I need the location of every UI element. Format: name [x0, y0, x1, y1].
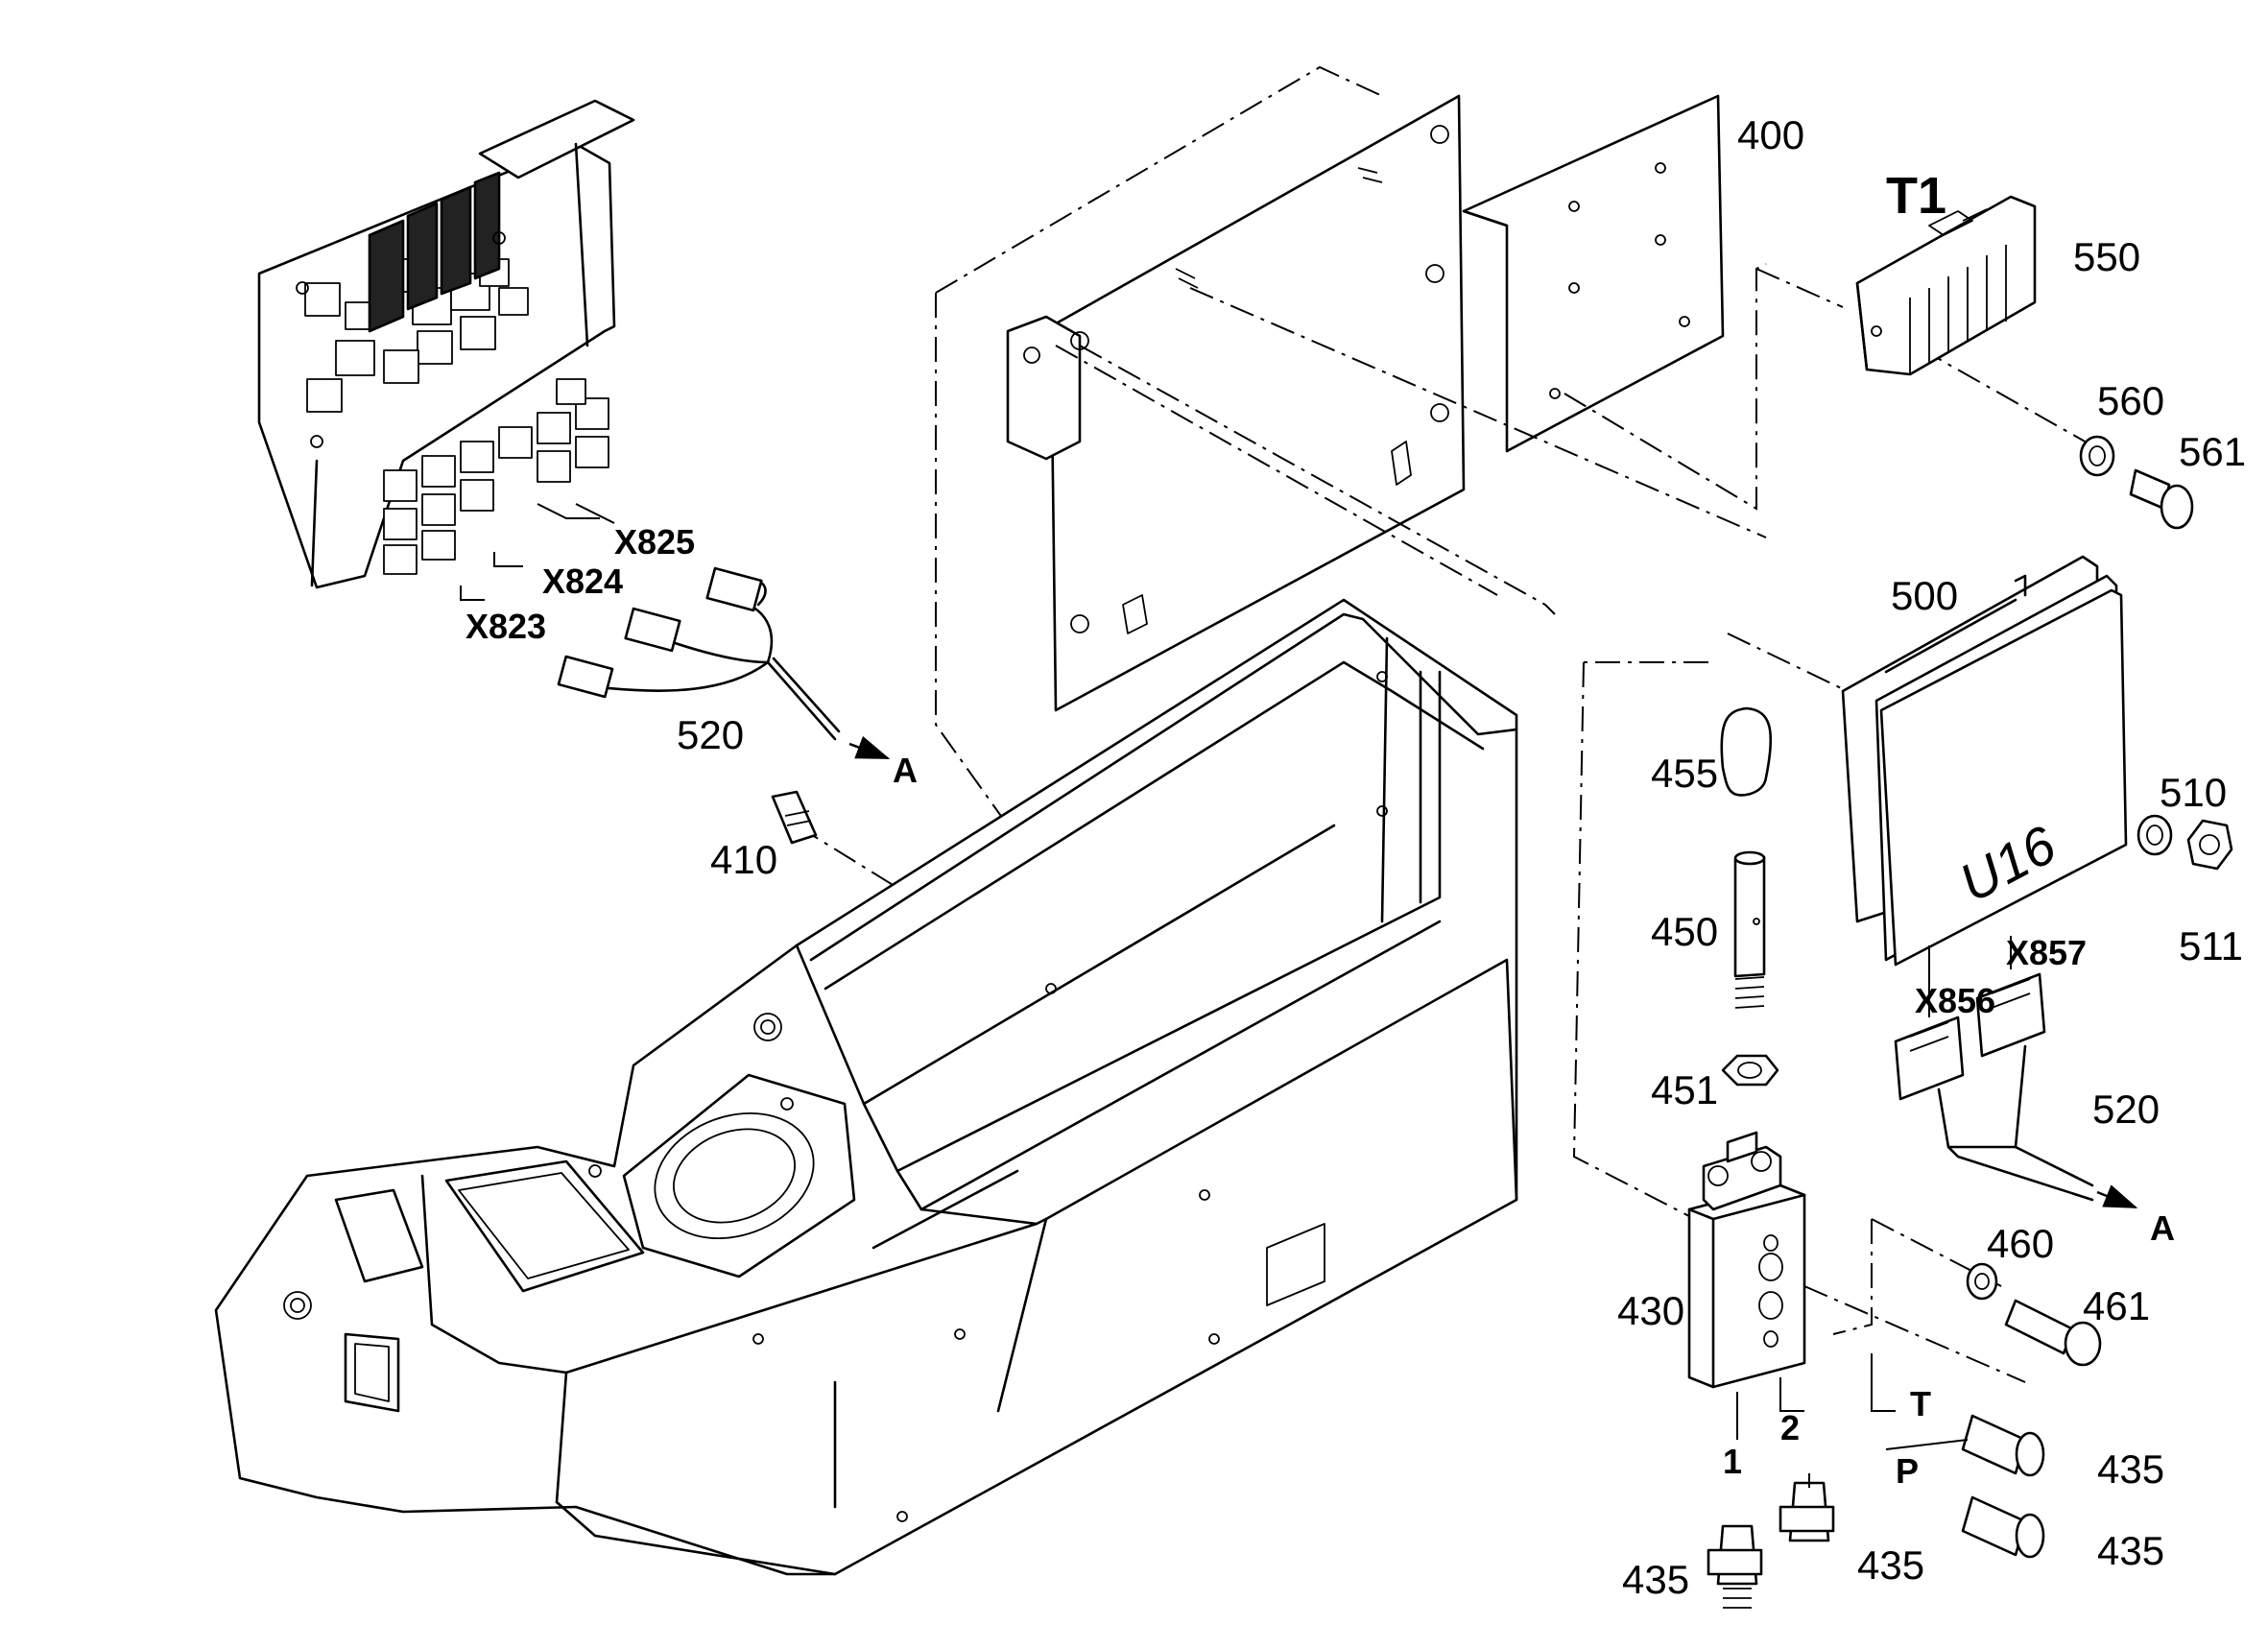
callout-400: 400: [1737, 112, 1804, 157]
callout-435-port2: 435: [1857, 1542, 1924, 1588]
screw-410: [771, 790, 818, 845]
callout-520-right: 520: [2092, 1087, 2160, 1132]
callout-435-port1: 435: [1622, 1557, 1689, 1602]
fitting-435-portT: [1961, 1414, 2045, 1477]
nut-511: [2186, 819, 2233, 871]
callout-560: 560: [2097, 378, 2164, 423]
relay-fuse-panel: [257, 99, 635, 589]
fitting-leaders: [1736, 1353, 1969, 1488]
callout-550: 550: [2073, 234, 2140, 279]
callout-435-portP: 435: [2097, 1528, 2164, 1573]
valve-block-430: [1687, 1131, 1806, 1389]
wiring-harness-520-right: [1894, 936, 2138, 1209]
knob-455: [1720, 706, 1773, 797]
arrow-a-left-label: A: [893, 751, 918, 790]
washer-560: [2079, 435, 2115, 477]
callout-labels: T1 400 550 560 561 500 510 511 520 455 4…: [466, 112, 2246, 1602]
washer-460: [1966, 1262, 1998, 1301]
screw-461: [2004, 1299, 2102, 1367]
callout-430: 430: [1617, 1288, 1684, 1333]
port-2-label: 2: [1780, 1408, 1800, 1447]
callout-511: 511: [2179, 923, 2243, 968]
lever-450: [1733, 850, 1766, 1009]
module-t1: [1855, 195, 2037, 376]
connector-x824-label: X824: [542, 562, 623, 601]
washer-510: [2137, 814, 2173, 856]
callout-500: 500: [1891, 573, 1958, 618]
callout-435-portT: 435: [2097, 1446, 2164, 1492]
wiring-harness-520-top: [557, 566, 891, 760]
console-housing: [214, 598, 1518, 1576]
callout-460: 460: [1987, 1221, 2054, 1266]
connector-leaders: [460, 503, 615, 601]
callout-510: 510: [2160, 770, 2227, 815]
callout-455: 455: [1651, 751, 1718, 796]
port-1-label: 1: [1723, 1442, 1742, 1481]
control-unit-u16: U16: [1841, 555, 2128, 967]
port-p-label: P: [1896, 1451, 1919, 1491]
arrow-a-right-label: A: [2150, 1208, 2175, 1248]
callout-451: 451: [1651, 1067, 1718, 1112]
connector-x825-label: X825: [614, 522, 695, 562]
callout-520-left: 520: [677, 712, 744, 757]
callout-561: 561: [2179, 429, 2246, 474]
port-t-label: T: [1910, 1384, 1931, 1423]
assembly-lines: [796, 65, 2127, 1383]
nut-451: [1721, 1054, 1779, 1087]
connector-x856-label: X856: [1915, 981, 1995, 1020]
connector-x823-label: X823: [466, 607, 546, 646]
fitting-435-port2: [1779, 1481, 1835, 1542]
mounting-plate: [1006, 94, 1725, 712]
connector-x857-label: X857: [2006, 933, 2087, 972]
callout-450: 450: [1651, 909, 1718, 954]
t1-label: T1: [1886, 167, 1946, 225]
callout-410: 410: [710, 837, 777, 882]
screw-561: [2129, 468, 2194, 530]
fitting-435-portP: [1961, 1495, 2045, 1559]
fitting-435-port1: [1707, 1524, 1763, 1609]
callout-461: 461: [2083, 1283, 2150, 1328]
